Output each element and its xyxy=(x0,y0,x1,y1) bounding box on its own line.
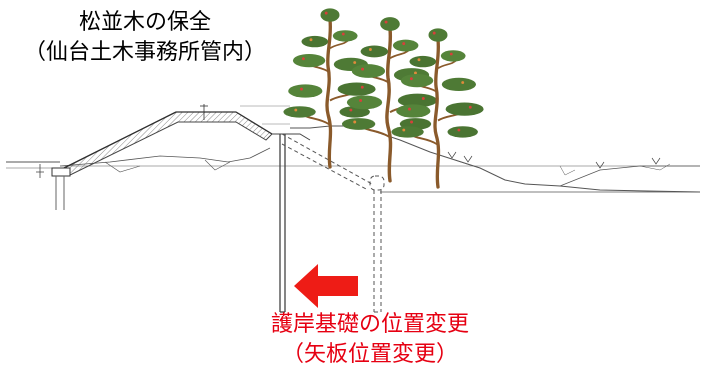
diagram-title: 松並木の保全 （仙台土木事務所管内） xyxy=(0,8,290,68)
original-sheet-pile xyxy=(281,133,385,313)
title-line-2: （仙台土木事務所管内） xyxy=(23,40,266,65)
caption-line-1: 護岸基礎の位置変更 xyxy=(270,312,469,337)
caption-line-2: （矢板位置変更） xyxy=(281,342,458,367)
ground-lines xyxy=(6,125,701,193)
left-arrow-icon xyxy=(294,264,358,308)
survey-markers xyxy=(447,151,661,169)
embankment-revetment xyxy=(36,104,290,210)
change-caption: 護岸基礎の位置変更 （矢板位置変更） xyxy=(200,310,540,370)
pine-tree-icon xyxy=(281,6,486,189)
title-line-1: 松並木の保全 xyxy=(78,10,211,35)
new-sheet-pile xyxy=(272,133,311,313)
